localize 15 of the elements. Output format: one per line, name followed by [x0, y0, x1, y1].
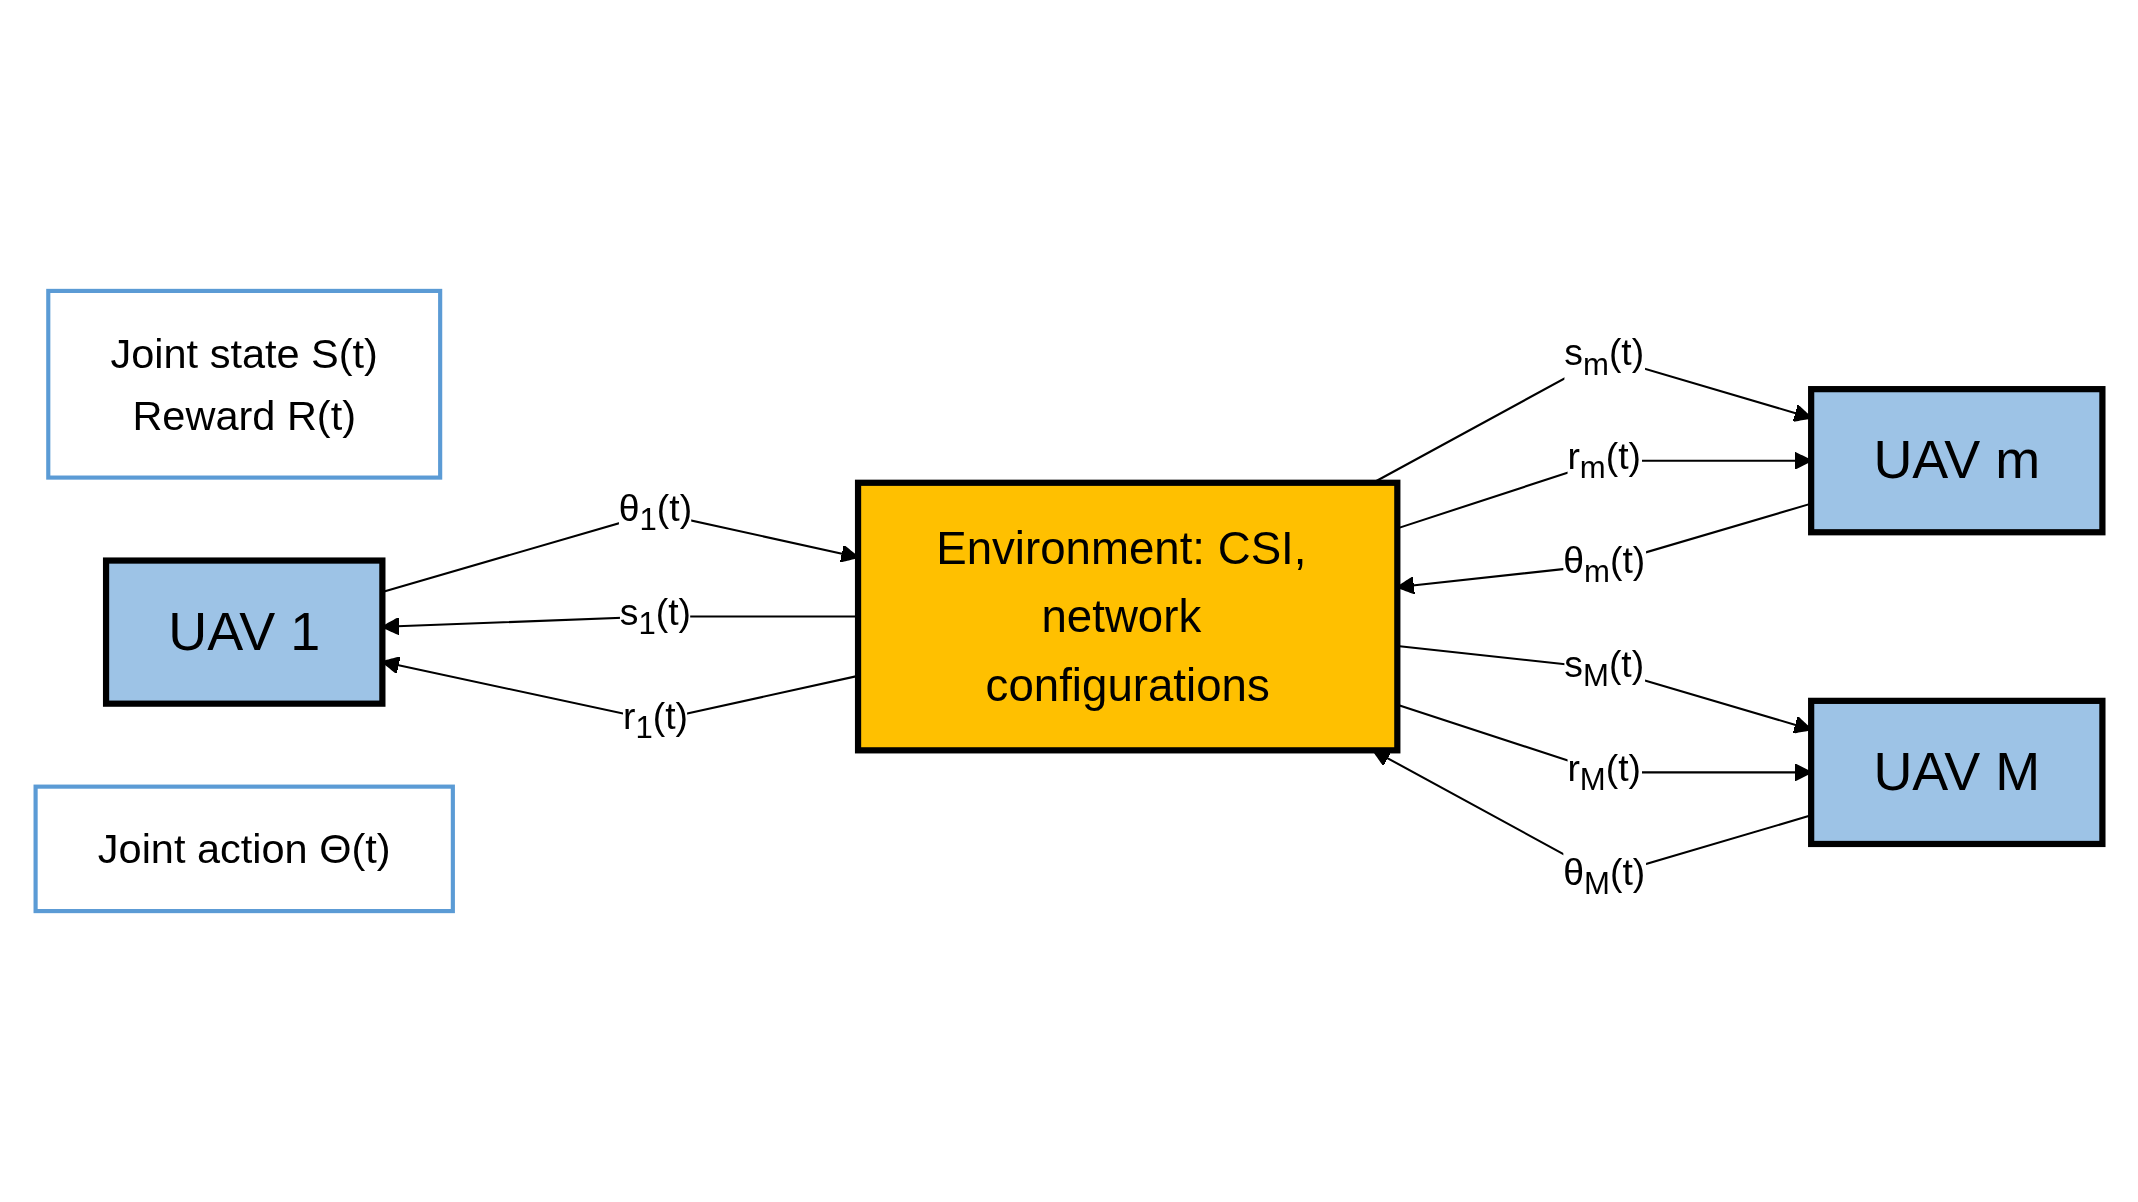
edge-label: θ$_{M}$(t) [1563, 851, 1646, 901]
edge-label: θ$_{m}$(t) [1563, 539, 1646, 589]
edge-label: s$_{1}$(t) [619, 591, 692, 641]
edge-label: r$_{m}$(t) [1567, 435, 1642, 485]
node-box: UAV m [1808, 386, 2106, 536]
edge-label: r$_{1}$(t) [622, 695, 688, 745]
edge-label: θ$_{1}$(t) [618, 487, 693, 537]
node-box: UAV 1 [102, 557, 386, 707]
edge-label: s$_{m}$(t) [1564, 331, 1645, 381]
node-box: Joint state S(t) Reward R(t) [46, 288, 443, 480]
node-box: UAV M [1808, 697, 2106, 848]
edge-label: r$_{M}$(t) [1567, 747, 1642, 797]
edge-label: s$_{M}$(t) [1564, 643, 1645, 693]
node-box: Environment: CSI, network configurations [854, 479, 1401, 754]
node-box: Joint action Θ(t) [33, 784, 455, 914]
